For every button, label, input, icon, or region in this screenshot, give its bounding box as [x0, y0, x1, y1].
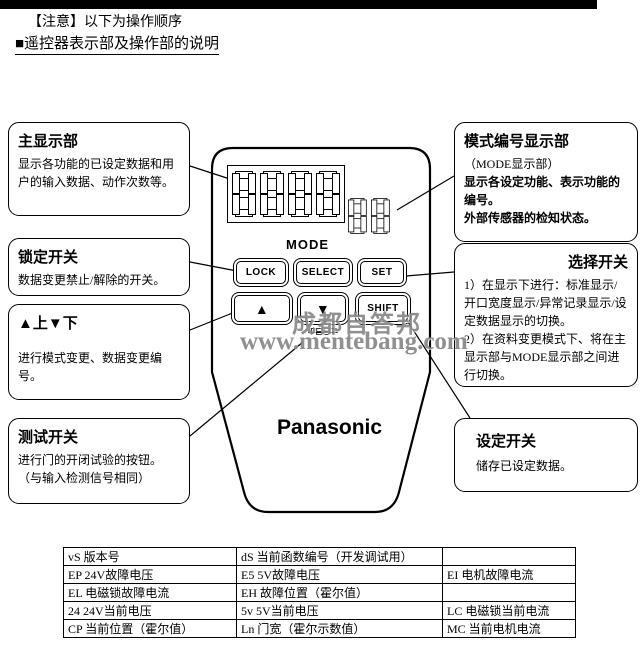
callout-test-switch-body2: （与输入检测信号相同） [18, 471, 151, 485]
table-cell [442, 547, 576, 566]
up-arrow-button: ▲ [231, 292, 293, 325]
connector-mode-display [396, 175, 455, 211]
callout-set-switch-body: 储存已设定数据。 [476, 459, 573, 473]
spec-table: vS 版本号 dS 当前函数编号（开发调试用） EP 24V故障电压 E5 5V… [63, 547, 576, 638]
table-row: vS 版本号 dS 当前函数编号（开发调试用） [63, 547, 576, 566]
table-cell: dS 当前函数编号（开发调试用） [236, 547, 443, 566]
down-arrow-button: ▼ [297, 292, 349, 325]
table-cell [442, 583, 576, 602]
mode-label: MODE [286, 237, 329, 252]
table-cell: Ln 门宽（霍尔示数值） [236, 619, 443, 638]
callout-mode-display-line1: （MODE显示部） [464, 157, 560, 171]
callout-mode-display-title: 模式编号显示部 [464, 134, 570, 150]
callout-lock-switch-body: 数据变更禁止/解除的开关。 [18, 273, 166, 287]
callout-test-switch-body1: 进行门的开闭试验的按钮。 [18, 453, 163, 467]
callout-main-display-title: 主显示部 [18, 134, 79, 150]
seven-segment-digit [348, 198, 367, 234]
select-button: SELECT [293, 258, 353, 287]
shift-button: SHIFT [355, 292, 411, 325]
connector-up-down [189, 311, 236, 331]
connector-select-switch [405, 271, 455, 277]
seven-segment-digit [288, 171, 312, 217]
table-cell: 24 24V当前电压 [63, 601, 237, 620]
seven-segment-digit [316, 171, 340, 217]
table-cell: E5 5V故障电压 [236, 565, 443, 584]
table-row: EP 24V故障电压 E5 5V故障电压 EI 电机故障电流 [63, 565, 576, 584]
callout-mode-display: 模式编号显示部 （MODE显示部） 显示各设定功能、表示功能的编号。 外部传感器… [454, 122, 638, 242]
callout-lock-switch-title: 锁定开关 [18, 250, 79, 266]
callout-main-display: 主显示部 显示各功能的已设定数据和用户的输入数据、动作次数等。 [8, 122, 190, 216]
callout-set-switch-title: 设定开关 [476, 434, 537, 450]
table-cell: EP 24V故障电压 [63, 565, 237, 584]
mode-seven-segment-display [348, 198, 392, 236]
callout-up-down-body: 进行模式变更、数据变更编号。 [18, 351, 163, 383]
table-row: EL 电磁锁故障电流 EH 故障位置（霍尔值） [63, 583, 576, 602]
table-cell: 5v 5V当前电压 [236, 601, 443, 620]
top-black-bar [0, 0, 597, 9]
table-row: 24 24V当前电压 5v 5V当前电压 LC 电磁锁当前电流 [63, 601, 576, 620]
callout-up-down-title: ▲上▼下 [18, 316, 78, 332]
callout-set-switch: 设定开关 储存已设定数据。 [454, 418, 638, 492]
notice-text: 【注意】以下为操作顺序 [28, 15, 182, 30]
seven-segment-digit [232, 171, 256, 217]
table-cell: LC 电磁锁当前电流 [442, 601, 576, 620]
callout-test-switch: 测试开关 进行门的开闭试验的按钮。 （与输入检测信号相同） [8, 418, 190, 504]
callout-select-switch-body1: 1）在显示下进行：标准显示/开口宽度显示/异常记录显示/设定数据显示的切换。 [464, 278, 627, 328]
callout-select-switch-title: 选择开关 [567, 255, 628, 271]
main-seven-segment-display [227, 165, 345, 223]
callout-mode-display-line3: 外部传感器的检知状态。 [464, 211, 597, 225]
table-cell: EH 故障位置（霍尔值） [236, 583, 443, 602]
lock-button: LOCK [233, 258, 289, 287]
table-cell: CP 当前位置（霍尔值） [63, 619, 237, 638]
callout-lock-switch: 锁定开关 数据变更禁止/解除的开关。 [8, 238, 190, 296]
table-cell: EI 电机故障电流 [442, 565, 576, 584]
seven-segment-digit [260, 171, 284, 217]
callout-up-down: ▲上▼下 进行模式变更、数据变更编号。 [8, 304, 190, 400]
section-heading: ■遥控器表示部及操作部的说明 [15, 32, 220, 55]
watermark-url: www.mentebang.com [240, 328, 468, 355]
table-cell: EL 电磁锁故障电流 [63, 583, 237, 602]
test-label: TEST [308, 327, 338, 338]
table-cell: vS 版本号 [63, 547, 237, 566]
callout-select-switch-body2: 2）在资料变更模式下、将在主显示部与MODE显示部之间进行切换。 [464, 332, 627, 382]
table-row: CP 当前位置（霍尔值） Ln 门宽（霍尔示数值） MC 当前电机电流 [63, 619, 576, 638]
callout-select-switch: 选择开关 1）在显示下进行：标准显示/开口宽度显示/异常记录显示/设定数据显示的… [454, 243, 638, 387]
callout-test-switch-title: 测试开关 [18, 430, 79, 446]
seven-segment-digit [371, 198, 390, 234]
connector-lock-switch [189, 261, 238, 272]
callout-mode-display-line2: 显示各设定功能、表示功能的编号。 [464, 175, 621, 207]
set-button: SET [357, 258, 407, 287]
table-cell: MC 当前电机电流 [442, 619, 576, 638]
callout-main-display-body: 显示各功能的已设定数据和用户的输入数据、动作次数等。 [18, 157, 175, 189]
panasonic-logo: Panasonic [277, 416, 383, 439]
